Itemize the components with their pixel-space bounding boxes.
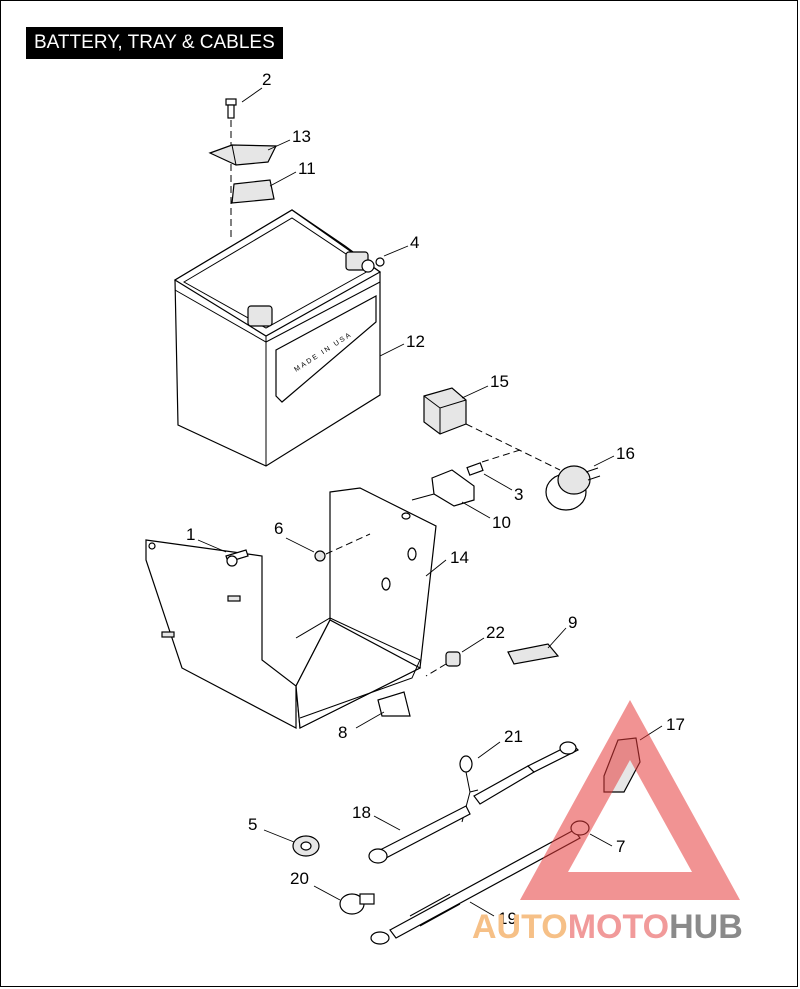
watermark-text-auto: AUTO: [472, 908, 568, 946]
callout-4: 4: [410, 233, 419, 252]
callout-20: 20: [290, 869, 309, 888]
callout-7: 7: [616, 837, 625, 856]
callout-14: 14: [450, 548, 469, 567]
part-spacer-22: [425, 651, 461, 677]
callout-11: 11: [298, 159, 316, 178]
callout-22: 22: [486, 623, 505, 642]
callout-2: 2: [262, 70, 271, 89]
part-screw-2: [225, 98, 237, 240]
callout-21: 21: [504, 727, 523, 746]
part-boot-20: [339, 893, 375, 915]
part-relay-15: [423, 387, 561, 471]
callout-6: 6: [274, 519, 283, 538]
part-clamp-13: [208, 144, 277, 166]
watermark-text-moto: MOTO: [568, 908, 669, 946]
callout-8: 8: [338, 723, 347, 742]
callout-12: 12: [406, 332, 425, 351]
part-clip-8: [377, 691, 411, 717]
callout-9: 9: [568, 613, 577, 632]
part-cable-18: [368, 805, 471, 864]
part-side-plate: [145, 539, 297, 729]
part-washer-5: [292, 835, 320, 857]
callout-13: 13: [292, 127, 311, 146]
watermark-logo: AUTOMOTOHUB: [472, 700, 743, 946]
part-label-9: [507, 643, 560, 665]
part-pad-11: [231, 179, 275, 204]
callout-18: 18: [352, 803, 371, 822]
callout-1: 1: [186, 525, 195, 544]
watermark-triangle-icon: [520, 700, 740, 900]
page-title: BATTERY, TRAY & CABLES: [26, 27, 283, 59]
part-bolt-4: [361, 257, 385, 273]
callout-17: 17: [666, 715, 685, 734]
part-bolt-3: [466, 449, 521, 476]
callout-10: 10: [492, 513, 511, 532]
part-battery-12: MADE IN USA: [173, 209, 382, 467]
part-screw-1: [225, 549, 249, 567]
callout-3: 3: [514, 485, 523, 504]
callout-5: 5: [248, 815, 257, 834]
svg-text:AUTOMOTOHUB: AUTOMOTOHUB: [472, 908, 743, 946]
part-tray-14: [295, 487, 437, 729]
part-breaker-16: [545, 465, 601, 511]
callout-16: 16: [616, 444, 635, 463]
callout-labels: 2 13 11 4 12 15 16 3 10 1 6 14 22 9 8 17…: [186, 70, 685, 928]
part-bracket-10: [411, 469, 475, 507]
part-studs: [161, 595, 241, 638]
watermark-text-hub: HUB: [669, 908, 743, 946]
callout-19: 19: [498, 909, 517, 928]
callout-15: 15: [490, 372, 509, 391]
part-nut-6: [314, 533, 371, 562]
part-cable-21: [459, 741, 580, 823]
